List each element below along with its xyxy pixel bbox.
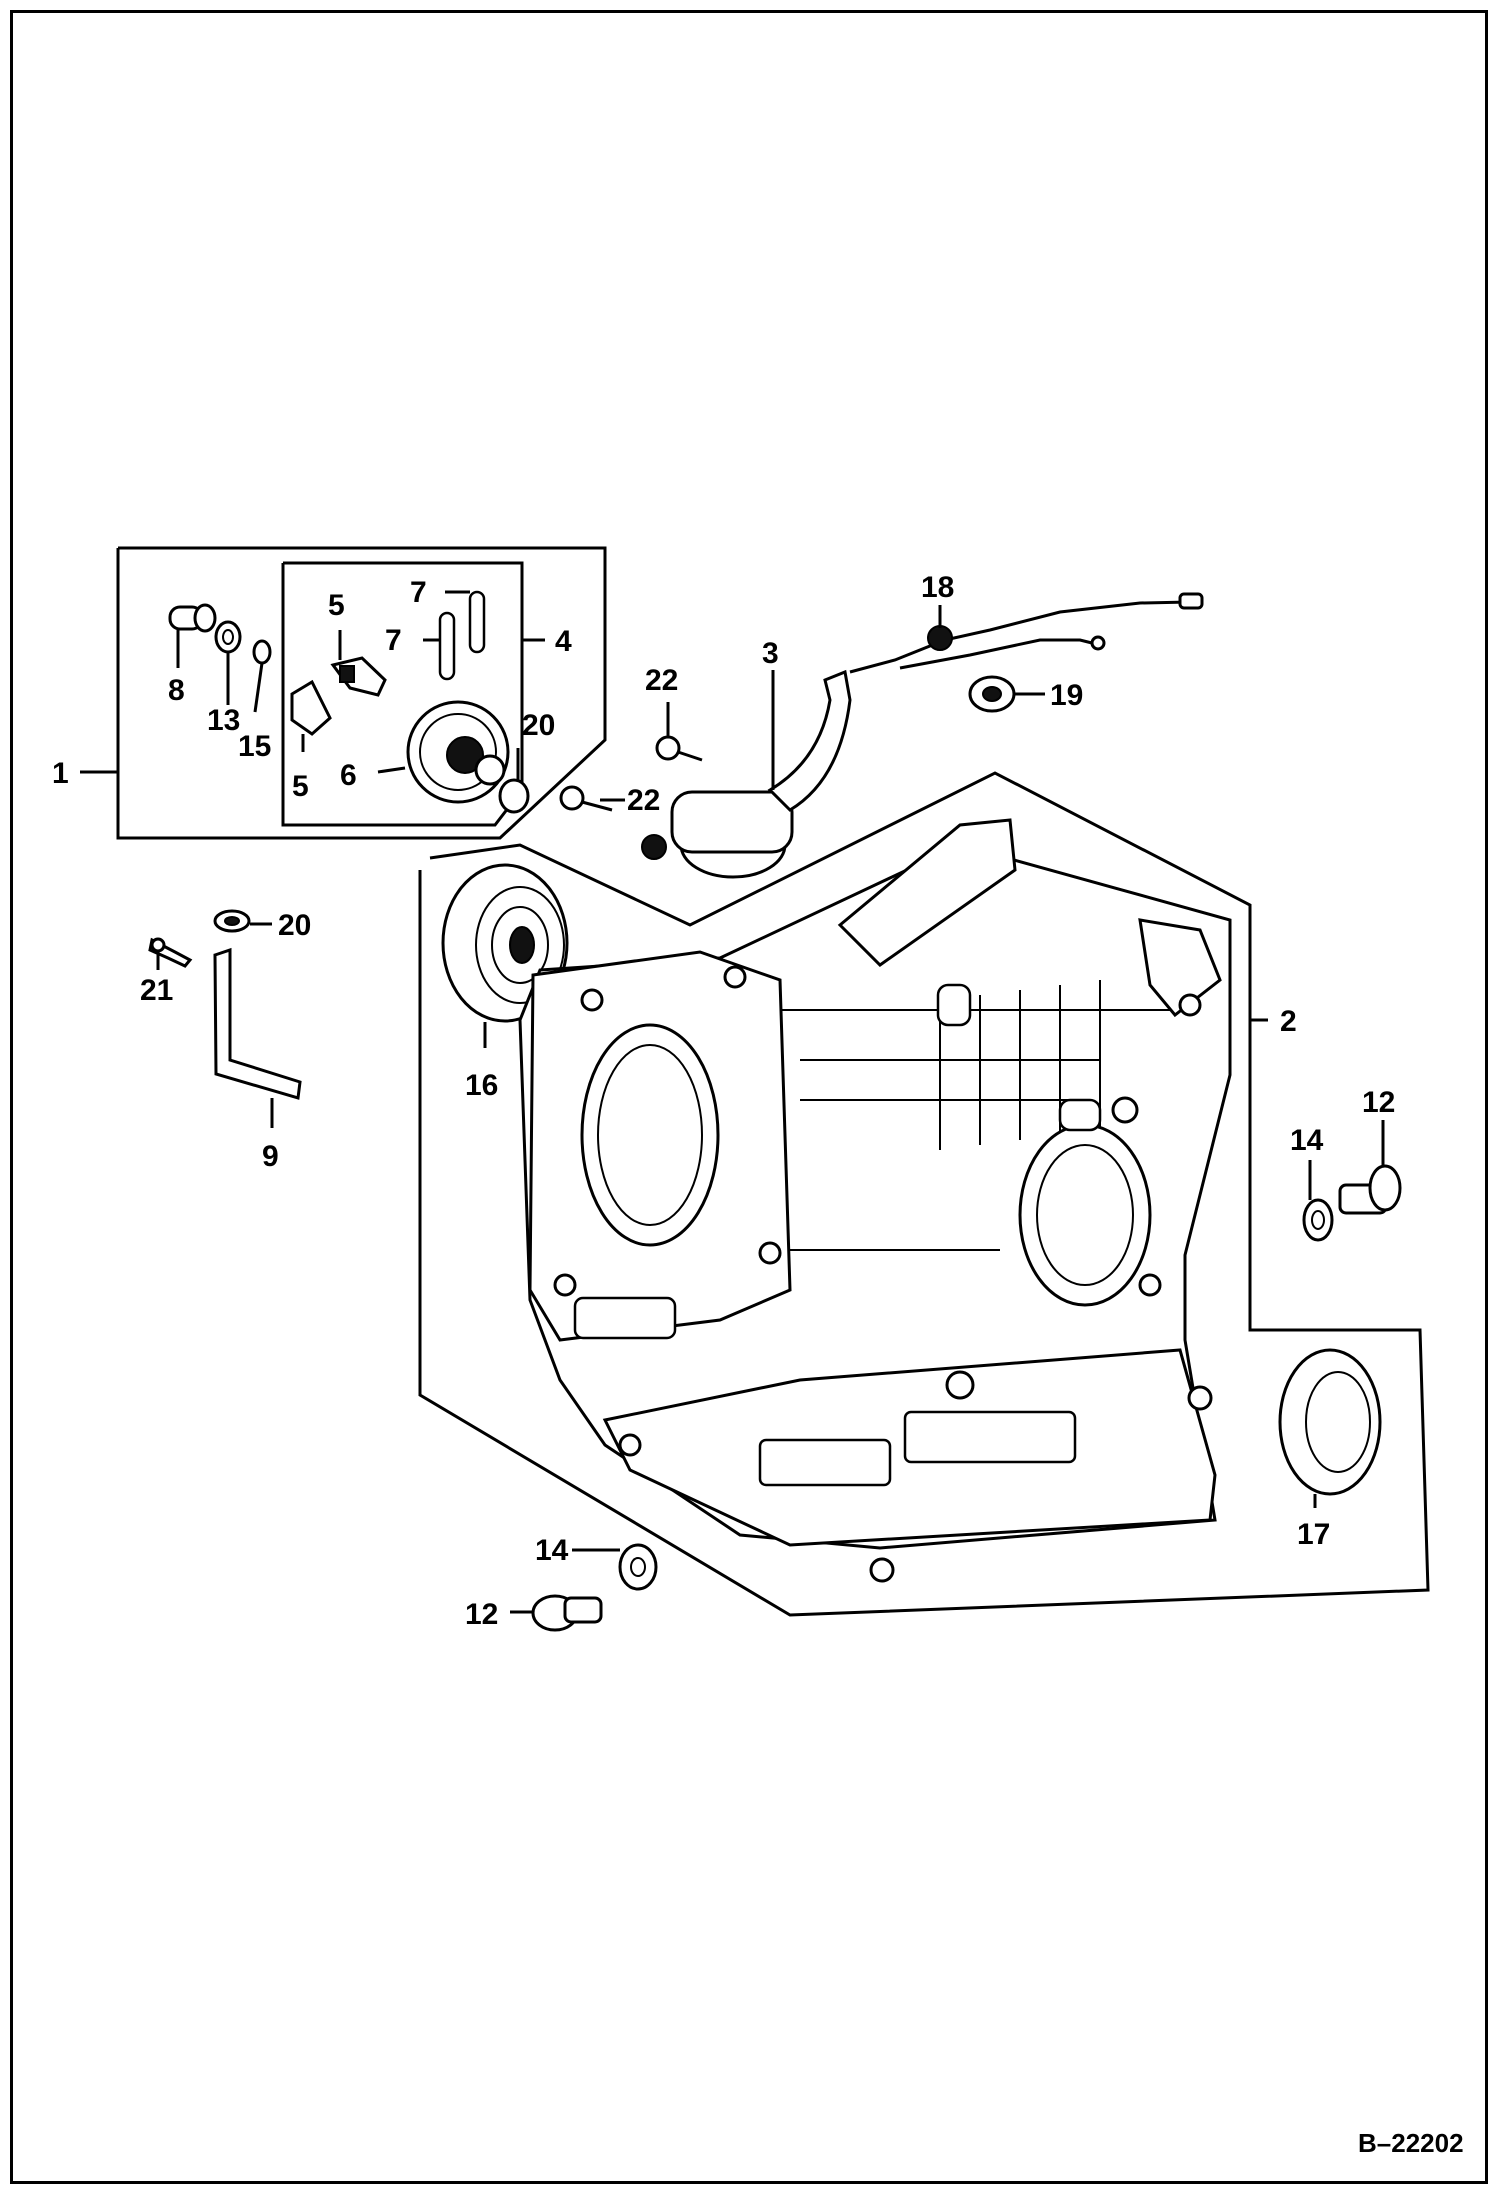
callout-labels: 1 8 13 15 5 5 6 7 7 4 20 22 22 3 18 19 2…: [52, 571, 1395, 1631]
part-12-bolt-right: [1338, 1164, 1402, 1215]
callout-16: 16: [465, 1069, 498, 1102]
callout-20-loose: 20: [278, 909, 311, 942]
part-14-washer-right: [1302, 1198, 1334, 1242]
callout-12-right: 12: [1362, 1086, 1395, 1119]
part-2-crankcase: [518, 818, 1232, 1583]
part-19-nut: [968, 675, 1016, 713]
callout-15: 15: [238, 730, 271, 763]
part-9-tube: [213, 947, 302, 1100]
part-12-bolt-bottom: [531, 1594, 603, 1632]
part-21-clip: [148, 937, 193, 968]
part-7-pins: [438, 590, 486, 681]
crankcase-2-boundary: [418, 771, 1430, 1617]
callout-5-lower: 5: [292, 770, 309, 803]
callout-17: 17: [1297, 1518, 1330, 1551]
part-5-lower-block: [290, 679, 332, 736]
callout-6: 6: [340, 759, 357, 792]
callout-4: 4: [555, 625, 572, 658]
callout-7-upper: 7: [410, 576, 427, 609]
callout-2: 2: [1280, 1005, 1297, 1038]
part-17-oil-seal: [1278, 1348, 1382, 1496]
callout-21: 21: [140, 974, 173, 1007]
callout-14-bottom: 14: [535, 1534, 569, 1567]
assembly-1-boundary: [116, 546, 607, 840]
callout-12-bottom: 12: [465, 1598, 498, 1631]
callout-20-group: 20: [522, 709, 555, 742]
part-14-washer-bottom: [618, 1543, 658, 1591]
reference-code: B–22202: [1358, 2128, 1464, 2158]
callout-7-lower: 7: [385, 624, 402, 657]
part-8-plug: [168, 603, 217, 633]
part-5-upper-clip: [330, 656, 387, 697]
callout-9: 9: [262, 1140, 279, 1173]
callout-18: 18: [921, 571, 954, 604]
callout-5-upper: 5: [328, 589, 345, 622]
callout-1: 1: [52, 757, 69, 790]
callout-22-lower: 22: [627, 784, 660, 817]
part-6-governor-gear: [406, 700, 510, 804]
part-18-wire-harness: [849, 592, 1204, 674]
callout-22-upper: 22: [645, 664, 678, 697]
part-22-bolt-upper: [655, 735, 703, 762]
part-3-oil-switch: [641, 669, 852, 879]
part-13-washer: [214, 620, 242, 654]
callout-19: 19: [1050, 679, 1083, 712]
part-15-ring: [252, 639, 272, 665]
callout-14-right: 14: [1290, 1124, 1324, 1157]
callout-8: 8: [168, 674, 185, 707]
part-20-washer-loose: [213, 909, 251, 933]
callout-13: 13: [207, 704, 240, 737]
callout-3: 3: [762, 637, 779, 670]
part-22-bolt-lower: [559, 785, 613, 812]
leader-lines: [80, 590, 1385, 1614]
part-20-washer-group: [498, 778, 530, 814]
